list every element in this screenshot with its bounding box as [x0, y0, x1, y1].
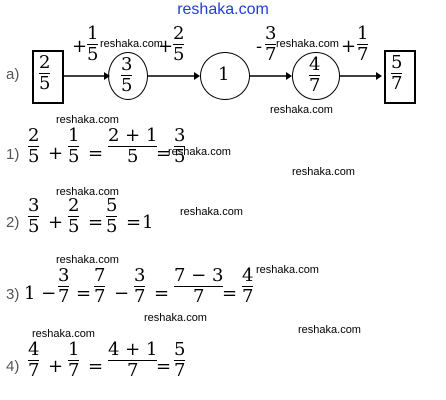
- watermark: reshaka.com: [144, 312, 207, 324]
- step-4-sign: +: [341, 36, 357, 57]
- start-box: [32, 50, 64, 104]
- watermark: reshaka.com: [256, 264, 319, 276]
- watermark: reshaka.com: [56, 254, 119, 266]
- watermark: reshaka.com: [56, 114, 119, 126]
- s3-op: −: [114, 283, 130, 304]
- watermark: reshaka.com: [100, 38, 163, 50]
- watermark: reshaka.com: [298, 324, 361, 336]
- solution-2-label: 2): [6, 214, 20, 231]
- watermark: reshaka.com: [292, 166, 355, 178]
- watermark-top: reshaka.com: [177, 1, 269, 18]
- node-3-circle: [292, 52, 340, 100]
- s3-equals-3: =: [222, 283, 238, 304]
- watermark: reshaka.com: [270, 104, 333, 116]
- watermark: reshaka.com: [180, 206, 243, 218]
- s2-result: 1: [142, 212, 154, 233]
- s4-equals-1: =: [88, 356, 104, 377]
- node-2-value: 1: [218, 64, 230, 85]
- s3-equals-1: =: [76, 283, 92, 304]
- node-2-circle: [200, 52, 250, 100]
- node-1-circle: [108, 52, 148, 100]
- step-3-sign: -: [256, 36, 263, 57]
- solution-4-label: 4): [6, 358, 20, 375]
- end-box: [384, 50, 416, 104]
- s2-op: +: [48, 212, 64, 233]
- s4-equals-2: =: [156, 356, 172, 377]
- s2-equals-2: =: [126, 212, 142, 233]
- part-label-a: a): [6, 66, 20, 83]
- s3-equals-2: =: [154, 283, 170, 304]
- s1-equals-2: =: [156, 143, 172, 164]
- watermark: reshaka.com: [276, 38, 339, 50]
- solution-3-label: 3): [6, 286, 20, 303]
- step-1-sign: +: [72, 36, 88, 57]
- s2-equals-1: =: [88, 212, 104, 233]
- watermark: reshaka.com: [56, 186, 119, 198]
- watermark: reshaka.com: [32, 328, 95, 340]
- s1-equals-1: =: [88, 143, 104, 164]
- watermark: reshaka.com: [168, 146, 231, 158]
- s1-op: +: [48, 143, 64, 164]
- s4-op: +: [48, 356, 64, 377]
- solution-1-label: 1): [6, 146, 20, 163]
- s3-prefix: 1 −: [24, 283, 57, 304]
- step-2-sign: +: [158, 36, 174, 57]
